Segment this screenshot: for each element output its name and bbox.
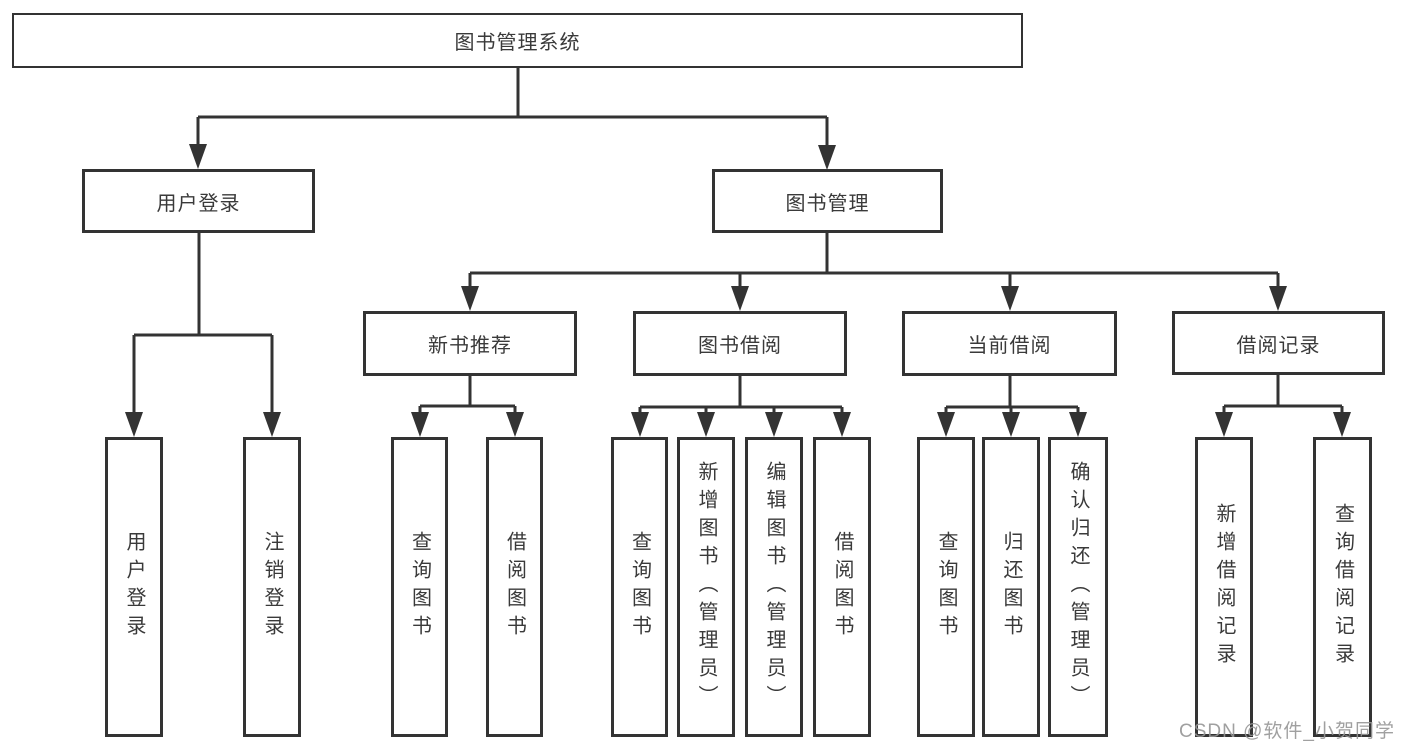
leaf-borrow-book: 借阅图书 bbox=[813, 437, 871, 737]
node-new-book-recommend: 新书推荐 bbox=[363, 311, 577, 376]
leaf-logout-login: 注销登录 bbox=[243, 437, 301, 737]
node-book-management: 图书管理 bbox=[712, 169, 943, 233]
csdn-watermark: CSDN @软件_小贺同学 bbox=[1179, 721, 1395, 742]
leaf-query-book-current: 查询图书 bbox=[917, 437, 975, 737]
arrow-down-icon bbox=[1001, 286, 1019, 311]
leaf-label: 借阅图书 bbox=[503, 531, 526, 643]
node-label: 新书推荐 bbox=[428, 335, 512, 357]
arrow-down-icon bbox=[765, 412, 783, 437]
connector-root-to-level2 bbox=[196, 68, 829, 151]
node-library-system: 图书管理系统 bbox=[12, 13, 1023, 68]
arrow-down-icon bbox=[697, 412, 715, 437]
arrow-down-icon bbox=[1002, 412, 1020, 437]
leaf-label: 查询借阅记录 bbox=[1331, 503, 1354, 671]
node-label: 图书管理系统 bbox=[454, 32, 581, 54]
leaf-label: 归还图书 bbox=[1000, 531, 1022, 643]
node-borrow-record: 借阅记录 bbox=[1172, 311, 1385, 375]
leaf-return-book: 归还图书 bbox=[982, 437, 1040, 737]
connector-borrow-record-children bbox=[1222, 375, 1344, 419]
arrow-down-icon bbox=[833, 412, 851, 437]
arrow-down-icon bbox=[818, 145, 836, 170]
arrow-down-icon bbox=[1269, 286, 1287, 311]
leaf-label: 借阅图书 bbox=[831, 531, 853, 643]
leaf-query-borrow-record: 查询借阅记录 bbox=[1313, 437, 1372, 737]
connector-user-login-children bbox=[132, 233, 274, 419]
leaf-label: 查询图书 bbox=[935, 531, 957, 643]
arrow-down-icon bbox=[189, 144, 207, 169]
leaf-label: 新增图书（管理员） bbox=[695, 461, 717, 713]
arrow-down-icon bbox=[263, 412, 281, 437]
leaf-user-login: 用户登录 bbox=[105, 437, 163, 737]
arrowheads bbox=[125, 144, 1351, 437]
node-label: 图书借阅 bbox=[698, 335, 782, 357]
arrow-down-icon bbox=[1333, 412, 1351, 437]
leaf-label: 查询图书 bbox=[628, 531, 651, 643]
leaf-confirm-return-admin: 确认归还（管理员） bbox=[1048, 437, 1108, 737]
arrow-down-icon bbox=[731, 286, 749, 311]
node-label: 用户登录 bbox=[156, 192, 241, 215]
leaf-query-book-borrow: 查询图书 bbox=[611, 437, 668, 737]
node-label: 当前借阅 bbox=[967, 335, 1052, 357]
arrow-down-icon bbox=[937, 412, 955, 437]
leaf-query-book-recommend: 查询图书 bbox=[391, 437, 448, 737]
leaf-add-book-admin: 新增图书（管理员） bbox=[677, 437, 735, 737]
leaf-label: 用户登录 bbox=[123, 531, 145, 643]
leaf-borrow-book-recommend: 借阅图书 bbox=[486, 437, 543, 737]
arrow-down-icon bbox=[506, 412, 524, 437]
connector-book-borrow-children bbox=[638, 376, 844, 419]
node-label: 借阅记录 bbox=[1236, 334, 1321, 357]
node-book-borrow: 图书借阅 bbox=[633, 311, 847, 376]
leaf-label: 注销登录 bbox=[261, 531, 283, 643]
arrow-down-icon bbox=[1215, 412, 1233, 437]
node-label: 图书管理 bbox=[785, 192, 870, 215]
leaf-edit-book-admin: 编辑图书（管理员） bbox=[745, 437, 803, 737]
leaf-add-borrow-record: 新增借阅记录 bbox=[1195, 437, 1253, 737]
leaf-label: 新增借阅记录 bbox=[1213, 503, 1235, 671]
arrow-down-icon bbox=[411, 412, 429, 437]
connector-book-mgmt-children bbox=[468, 233, 1280, 292]
connector-new-book-children bbox=[418, 375, 517, 419]
arrow-down-icon bbox=[631, 412, 649, 437]
arrow-down-icon bbox=[461, 286, 479, 311]
node-current-borrow: 当前借阅 bbox=[902, 311, 1117, 376]
node-user-login: 用户登录 bbox=[82, 169, 315, 233]
leaf-label: 查询图书 bbox=[408, 531, 431, 643]
leaf-label: 确认归还（管理员） bbox=[1067, 461, 1089, 713]
arrow-down-icon bbox=[125, 412, 143, 437]
arrow-down-icon bbox=[1069, 412, 1087, 437]
leaf-label: 编辑图书（管理员） bbox=[763, 461, 785, 713]
